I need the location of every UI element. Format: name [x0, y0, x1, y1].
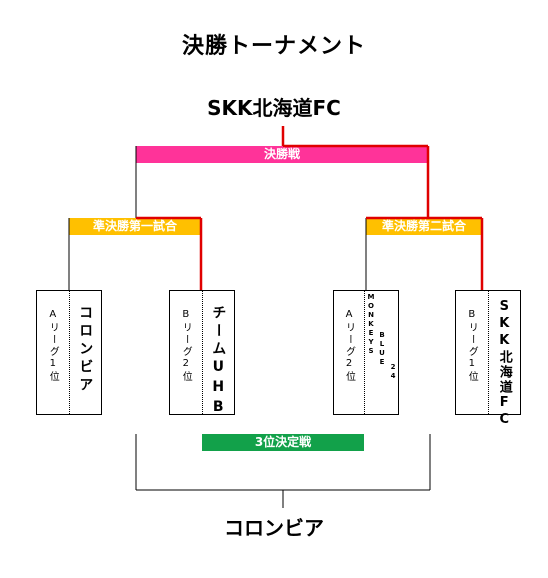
final-band-bg — [136, 146, 428, 163]
team-seed: Aリーグ1位 — [47, 309, 59, 383]
team-box-1: Aリーグ1位 コロンビア — [36, 290, 102, 415]
third-place-label: 3位決定戦 — [254, 435, 312, 449]
team-seed: Bリーグ1位 — [466, 309, 478, 383]
team-name-line: MONKEYS — [367, 293, 375, 356]
team-box-3: Aリーグ2位 MONKEYS BLUE 24 — [333, 290, 399, 415]
semi1-label: 準決勝第一試合 — [92, 219, 177, 233]
final-label: 決勝戦 — [263, 147, 300, 161]
page-title: 決勝トーナメント — [181, 34, 366, 59]
team-box-2: Bリーグ2位 チームUHB — [169, 290, 235, 419]
third-band-bg — [202, 434, 364, 451]
team-name: コロンビア — [77, 305, 94, 395]
third-place-winner: コロンビア — [224, 516, 324, 540]
team-name-line: 24 — [389, 363, 397, 381]
team-name-line: BLUE — [378, 331, 386, 367]
champion-name: SKK北海道FC — [207, 96, 341, 120]
team-name: チームUHB — [210, 305, 227, 419]
semi1-band-bg — [69, 218, 201, 235]
team-seed: Bリーグ2位 — [180, 309, 192, 383]
semi2-band-bg — [366, 218, 482, 235]
team-name: SKK北海道FC — [496, 299, 512, 429]
team-box-4: Bリーグ1位 SKK北海道FC — [455, 290, 521, 429]
team-seed: Aリーグ2位 — [343, 309, 355, 383]
semi2-label: 準決勝第二試合 — [381, 219, 466, 233]
